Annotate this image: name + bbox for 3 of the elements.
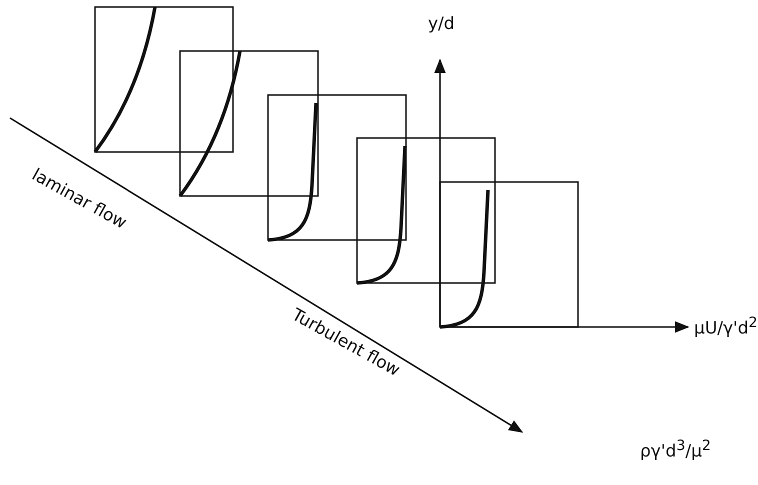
- axis-label: ργ'd$^{3}$/μ$^{2}$: [640, 438, 711, 462]
- axis-label: μU/γ'd$^{2}$: [694, 315, 758, 339]
- axis-label: y/d: [428, 14, 455, 34]
